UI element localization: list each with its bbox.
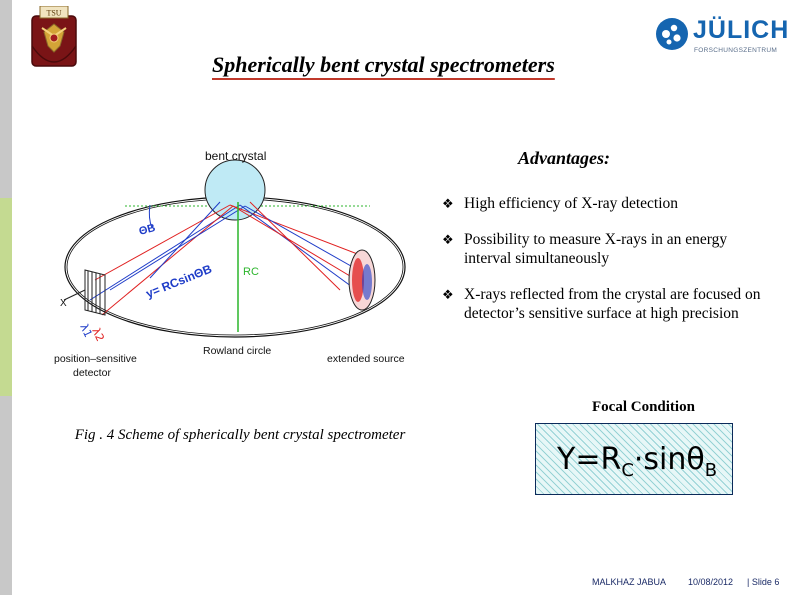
formula-box xyxy=(535,423,733,495)
focal-formula: Y=RC·sinθB xyxy=(557,442,717,481)
page-title: Spherically bent crystal spectrometers xyxy=(212,52,555,77)
label-extended-source: extended source xyxy=(327,353,405,365)
diamond-bullet-icon: ❖ xyxy=(442,232,454,247)
left-bar-gray-bottom xyxy=(0,396,12,595)
formula-lhs: Y=R xyxy=(557,442,622,477)
left-bar-gray-top xyxy=(0,0,12,198)
label-position-sensitive: position–sensitive xyxy=(54,353,137,365)
label-rowland-circle: Rowland circle xyxy=(203,345,271,357)
emblem-banner-text: TSU xyxy=(46,9,61,18)
advantage-text: X-rays reflected from the crystal are fo… xyxy=(464,286,761,322)
julich-logo-mark-icon xyxy=(656,18,688,50)
crystal-sphere xyxy=(204,159,266,221)
label-lambda2: λ2 xyxy=(89,326,106,344)
julich-logo-subtitle: FORSCHUNGSZENTRUM xyxy=(694,47,778,54)
formula-mid: ·sinθ xyxy=(633,442,705,477)
formula-sub-c: C xyxy=(621,460,634,481)
left-bar-green xyxy=(0,198,12,396)
label-x: X xyxy=(60,298,67,309)
label-bent-crystal: bent crystal xyxy=(205,149,266,163)
label-theta-b: ΘB xyxy=(138,222,157,238)
extended-source-icon xyxy=(348,249,376,311)
spectrometer-diagram: bent crystal ΘB y= RCsinΘB RC X λ1 λ2 po… xyxy=(54,149,406,379)
formula-sub-b: B xyxy=(704,460,718,481)
footer-date: 10/08/2012 xyxy=(688,577,734,587)
beam-lines xyxy=(89,201,371,316)
list-item: ❖ X-rays reflected from the crystal are f… xyxy=(442,285,772,323)
focal-condition-label: Focal Condition xyxy=(592,399,695,415)
advantage-text: High efficiency of X-ray detection xyxy=(464,195,679,212)
advantage-text: Possibility to measure X-rays in an ener… xyxy=(464,231,728,267)
figure-caption: Fig . 4 Scheme of spherically bent cryst… xyxy=(74,427,406,443)
diamond-bullet-icon: ❖ xyxy=(442,287,454,302)
footer-slide: | Slide 6 xyxy=(747,577,780,587)
advantages-title: Advantages: xyxy=(518,148,610,168)
label-y-formula: y= RCsinΘB xyxy=(144,262,214,301)
detector-icon xyxy=(63,269,106,316)
list-item: ❖ Possibility to measure X-rays in an ene… xyxy=(442,230,772,268)
diamond-bullet-icon: ❖ xyxy=(442,196,454,211)
advantages-list: ❖ High efficiency of X-ray detection ❖ Pos… xyxy=(442,194,772,340)
theta-arc xyxy=(148,204,153,229)
list-item: ❖ High efficiency of X-ray detection xyxy=(442,194,772,213)
label-rc: RC xyxy=(243,266,259,278)
footer-author: MALKHAZ JABUA xyxy=(592,577,667,587)
label-lambda1: λ1 xyxy=(77,322,94,340)
label-detector: detector xyxy=(73,367,111,379)
university-emblem-icon: TSU xyxy=(31,6,77,67)
julich-logo-name: JÜLICH xyxy=(693,16,790,44)
